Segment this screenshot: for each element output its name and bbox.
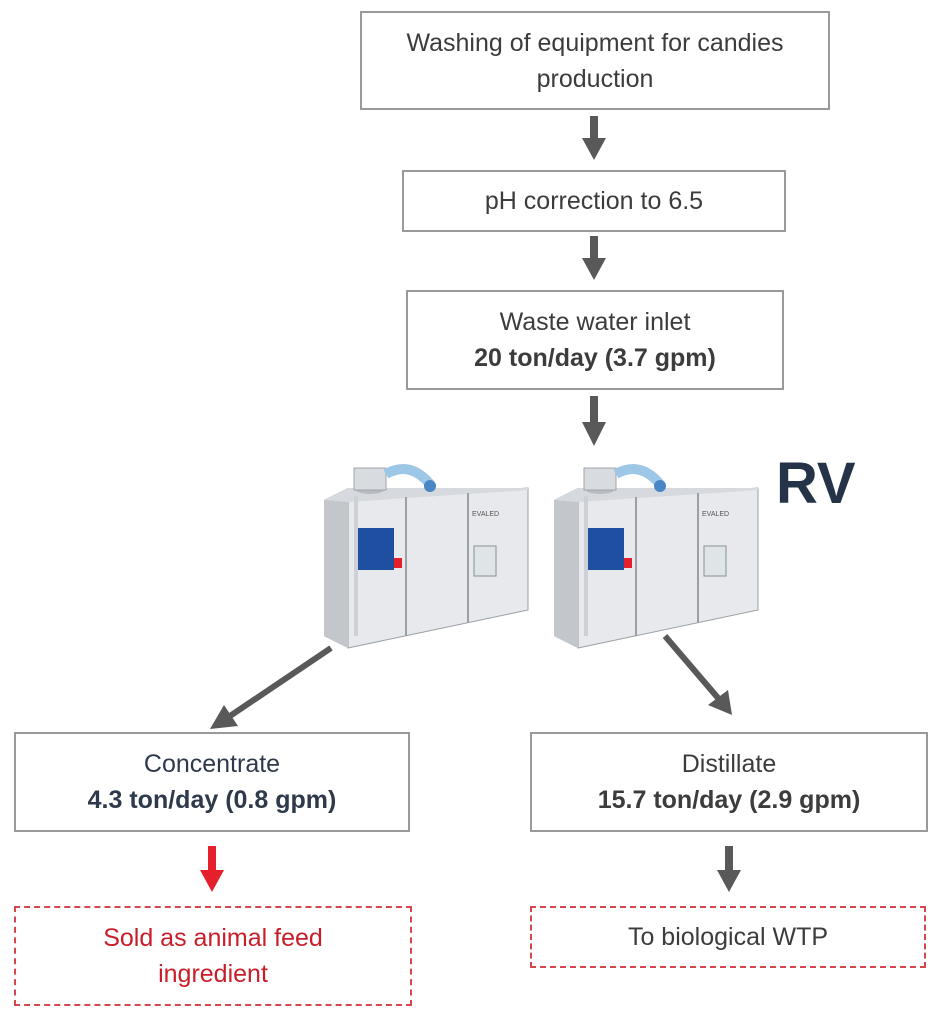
arrow-distillate-to-wtp <box>717 846 741 892</box>
evaporator-model-label: RV <box>776 451 856 516</box>
evaporator-illustration-right: EVALED <box>554 464 759 649</box>
distillate-label: Distillate <box>681 750 777 778</box>
waste-water-inlet-box: Waste water inlet 20 ton/day (3.7 gpm) <box>406 290 784 390</box>
arrow-inlet-to-evaporator <box>582 396 606 446</box>
ph-correction-label: pH correction to 6.5 <box>484 187 704 215</box>
concentrate-label: Concentrate <box>143 750 281 778</box>
biological-wtp-label: To biological WTP <box>627 923 829 951</box>
washing-step-box: Washing of equipment for candies product… <box>360 11 830 110</box>
concentrate-box: Concentrate 4.3 ton/day (0.8 gpm) <box>14 732 410 832</box>
animal-feed-label: Sold as animal feed ingredient <box>103 924 323 988</box>
biological-wtp-box: To biological WTP <box>530 906 926 968</box>
washing-step-label: Washing of equipment for candies product… <box>406 28 784 93</box>
evaporator-illustration-left: EVALED <box>324 464 529 649</box>
ph-correction-box: pH correction to 6.5 <box>402 170 786 232</box>
concentrate-flow: 4.3 ton/day (0.8 gpm) <box>87 786 337 814</box>
inlet-label: Waste water inlet <box>499 308 691 336</box>
animal-feed-box: Sold as animal feed ingredient <box>14 906 412 1006</box>
arrow-evaporator-to-concentrate <box>210 645 333 729</box>
brand-label-right: EVALED <box>702 511 729 518</box>
distillate-box: Distillate 15.7 ton/day (2.9 gpm) <box>530 732 928 832</box>
inlet-flow: 20 ton/day (3.7 gpm) <box>474 344 716 372</box>
arrow-washing-to-ph <box>582 116 606 160</box>
arrow-ph-to-inlet <box>582 236 606 280</box>
distillate-flow: 15.7 ton/day (2.9 gpm) <box>597 786 861 814</box>
evaporator-unit-right: EVALED <box>548 460 762 656</box>
arrow-evaporator-to-distillate <box>662 634 732 715</box>
brand-label-left: EVALED <box>472 511 499 518</box>
arrow-concentrate-to-feed <box>200 846 224 892</box>
evaporator-unit-left: EVALED <box>318 460 532 656</box>
